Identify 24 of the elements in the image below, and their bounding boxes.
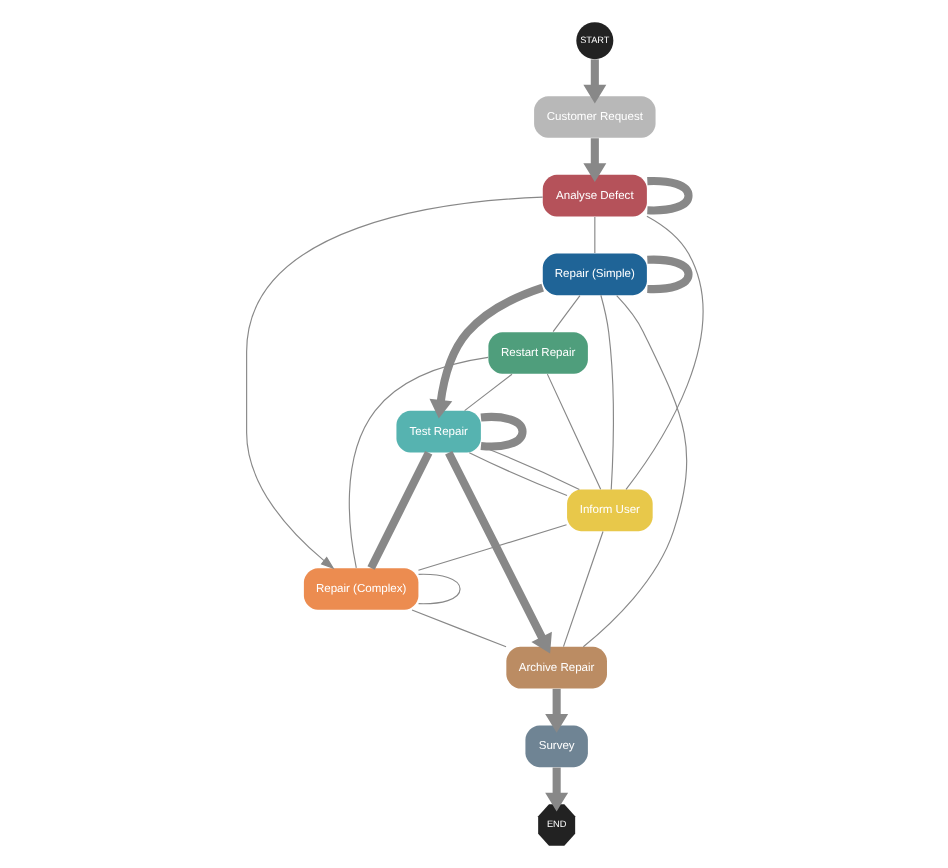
connector [347,356,488,569]
connector [479,412,526,451]
arrow [544,767,568,812]
connector [463,373,512,412]
arrow [582,138,606,183]
arrow [544,688,568,733]
connector [561,530,603,648]
arrow [428,283,543,419]
connector [646,176,692,215]
connector [581,295,687,648]
connector [646,255,692,294]
arrow [444,450,551,654]
connector [366,450,432,570]
arrow [582,59,606,104]
connector [593,216,595,254]
connector [545,373,601,490]
connector [417,573,460,605]
connector [624,215,703,491]
connector [410,609,506,648]
connector [467,452,567,497]
connector [551,295,580,333]
connector [416,524,567,571]
connector [599,294,613,491]
arrow [245,196,543,570]
